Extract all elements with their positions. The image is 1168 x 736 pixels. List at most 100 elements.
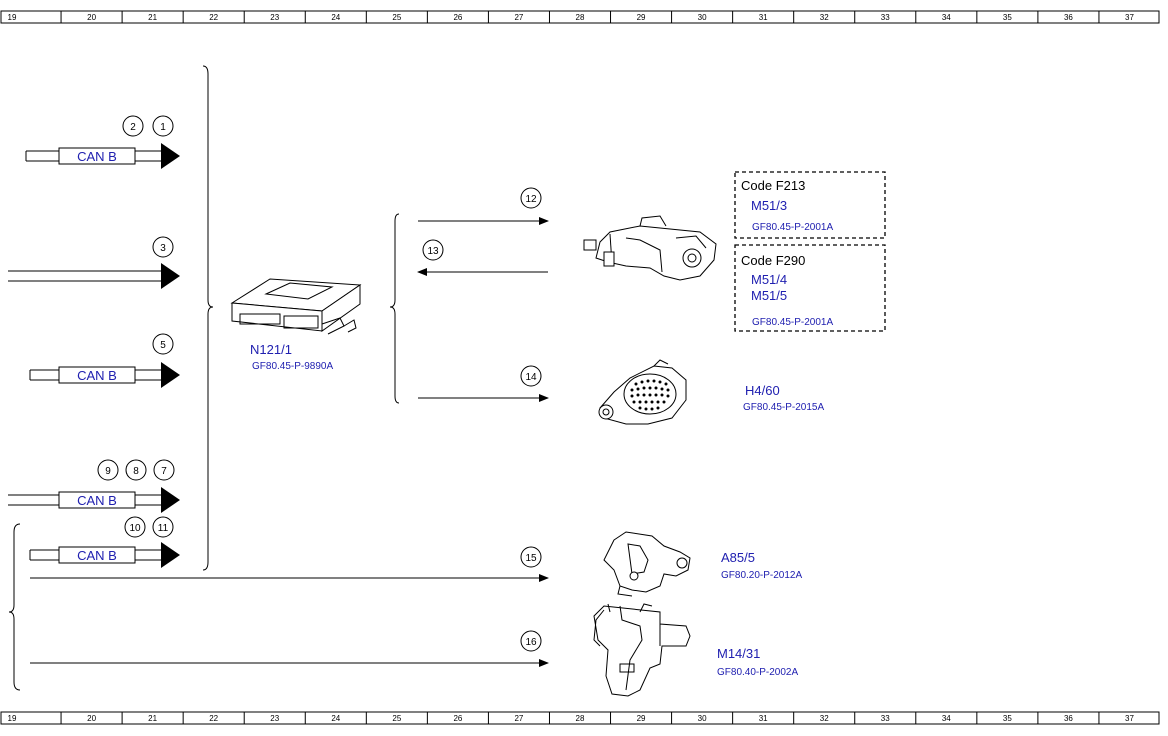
can-b-label: CAN B (77, 548, 117, 563)
callout-8: 8 (125, 459, 147, 481)
input-group-brace (202, 65, 214, 571)
svg-text:1: 1 (160, 122, 166, 133)
ruler-column-label: 37 (1125, 714, 1134, 723)
svg-text:12: 12 (525, 194, 537, 205)
svg-text:2: 2 (130, 122, 136, 133)
h4-60-ref: GF80.45-P-2015A (743, 402, 824, 413)
ruler-column-label: 20 (87, 13, 96, 22)
can-bus-input-5: CAN B (29, 362, 180, 388)
can-b-label: CAN B (77, 149, 117, 164)
callout-circles: 2 1 3 5 9 8 7 10 11 12 13 14 15 16 (97, 115, 542, 652)
n121-ref: GF80.45-P-9890A (252, 361, 333, 372)
ruler-column-label: 19 (8, 714, 17, 723)
h4-60-id: H4/60 (745, 383, 780, 398)
callout-9: 9 (97, 459, 119, 481)
n121-id: N121/1 (250, 342, 292, 357)
ruler-column-label: 32 (820, 13, 829, 22)
ruler-column-label: 27 (514, 13, 523, 22)
ruler-column-label: 28 (576, 13, 585, 22)
svg-text:11: 11 (158, 523, 169, 534)
ruler-column-label: 19 (8, 13, 17, 22)
ruler-column-label: 27 (514, 714, 523, 723)
ruler-column-label: 28 (576, 714, 585, 723)
callout-15: 15 (520, 546, 542, 568)
m51-4-id: M51/4 (751, 272, 787, 287)
ruler-column-label: 22 (209, 13, 218, 22)
callout-2: 2 (122, 115, 144, 137)
m14-31-ref: GF80.40-P-2002A (717, 667, 798, 678)
callout-16: 16 (520, 630, 542, 652)
buzzer-illustration (598, 359, 687, 425)
ruler-column-label: 32 (820, 714, 829, 723)
m51-ref: GF80.45-P-2001A (752, 317, 833, 328)
code-f290-label: Code F290 (741, 253, 805, 268)
ruler-column-label: 24 (331, 13, 340, 22)
svg-text:5: 5 (160, 340, 166, 351)
signal-input-3 (8, 263, 180, 289)
m14-31-id: M14/31 (717, 646, 760, 661)
ruler-column-label: 34 (942, 714, 951, 723)
ruler-column-label: 29 (637, 13, 646, 22)
callout-14: 14 (520, 365, 542, 387)
control-unit-illustration (230, 278, 362, 335)
option-box-f290 (734, 244, 886, 332)
ruler-column-label: 31 (759, 714, 768, 723)
ruler-column-label: 30 (698, 714, 707, 723)
m51-3-id: M51/3 (751, 198, 787, 213)
m51-3-ref: GF80.45-P-2001A (752, 222, 833, 233)
svg-text:9: 9 (105, 466, 111, 477)
ruler-column-label: 33 (881, 714, 890, 723)
actuator-group-brace (389, 213, 400, 404)
latch-illustration (603, 531, 691, 597)
m51-5-id: M51/5 (751, 288, 787, 303)
callout-1: 1 (152, 115, 174, 137)
code-f213-label: Code F213 (741, 178, 805, 193)
ruler-column-label: 30 (698, 13, 707, 22)
ruler-column-label: 23 (270, 714, 279, 723)
svg-text:13: 13 (427, 246, 439, 257)
ruler-column-label: 20 (87, 714, 96, 723)
svg-text:8: 8 (133, 466, 139, 477)
ruler-column-label: 29 (637, 714, 646, 723)
callout-13: 13 (422, 239, 444, 261)
ruler-frame (0, 10, 1160, 24)
ruler-column-label: 36 (1064, 714, 1073, 723)
ruler-column-label: 35 (1003, 13, 1012, 22)
output-group-brace (8, 523, 21, 691)
option-box-f213 (734, 171, 886, 239)
callout-3: 3 (152, 236, 174, 258)
can-b-label: CAN B (77, 368, 117, 383)
ruler-column-label: 21 (148, 13, 157, 22)
ruler-column-label: 24 (331, 714, 340, 723)
can-bus-input-10: CAN B (29, 542, 180, 568)
ruler-frame (0, 711, 1160, 725)
ruler-column-label: 35 (1003, 714, 1012, 723)
callout-7: 7 (153, 459, 175, 481)
svg-text:7: 7 (161, 466, 167, 477)
ruler-column-label: 25 (392, 714, 401, 723)
callout-12: 12 (520, 187, 542, 209)
callout-10: 10 (124, 516, 146, 538)
svg-text:3: 3 (160, 243, 166, 254)
svg-text:10: 10 (129, 523, 141, 534)
ruler-column-label: 26 (453, 714, 462, 723)
svg-text:15: 15 (525, 553, 537, 564)
can-b-label: CAN B (77, 493, 117, 508)
can-bus-input-1: CAN B (25, 143, 180, 169)
ruler-column-label: 33 (881, 13, 890, 22)
a85-5-ref: GF80.20-P-2012A (721, 570, 802, 581)
svg-text:16: 16 (525, 637, 537, 648)
ruler-column-label: 26 (453, 13, 462, 22)
ruler-column-label: 36 (1064, 13, 1073, 22)
ruler-column-label: 31 (759, 13, 768, 22)
actuator-illustration (583, 215, 717, 281)
callout-5: 5 (152, 333, 174, 355)
ruler-column-label: 37 (1125, 13, 1134, 22)
a85-5-id: A85/5 (721, 550, 755, 565)
can-bus-input-7: CAN B (8, 487, 180, 513)
ruler-column-label: 34 (942, 13, 951, 22)
svg-text:14: 14 (525, 372, 537, 383)
ruler-column-label: 22 (209, 714, 218, 723)
